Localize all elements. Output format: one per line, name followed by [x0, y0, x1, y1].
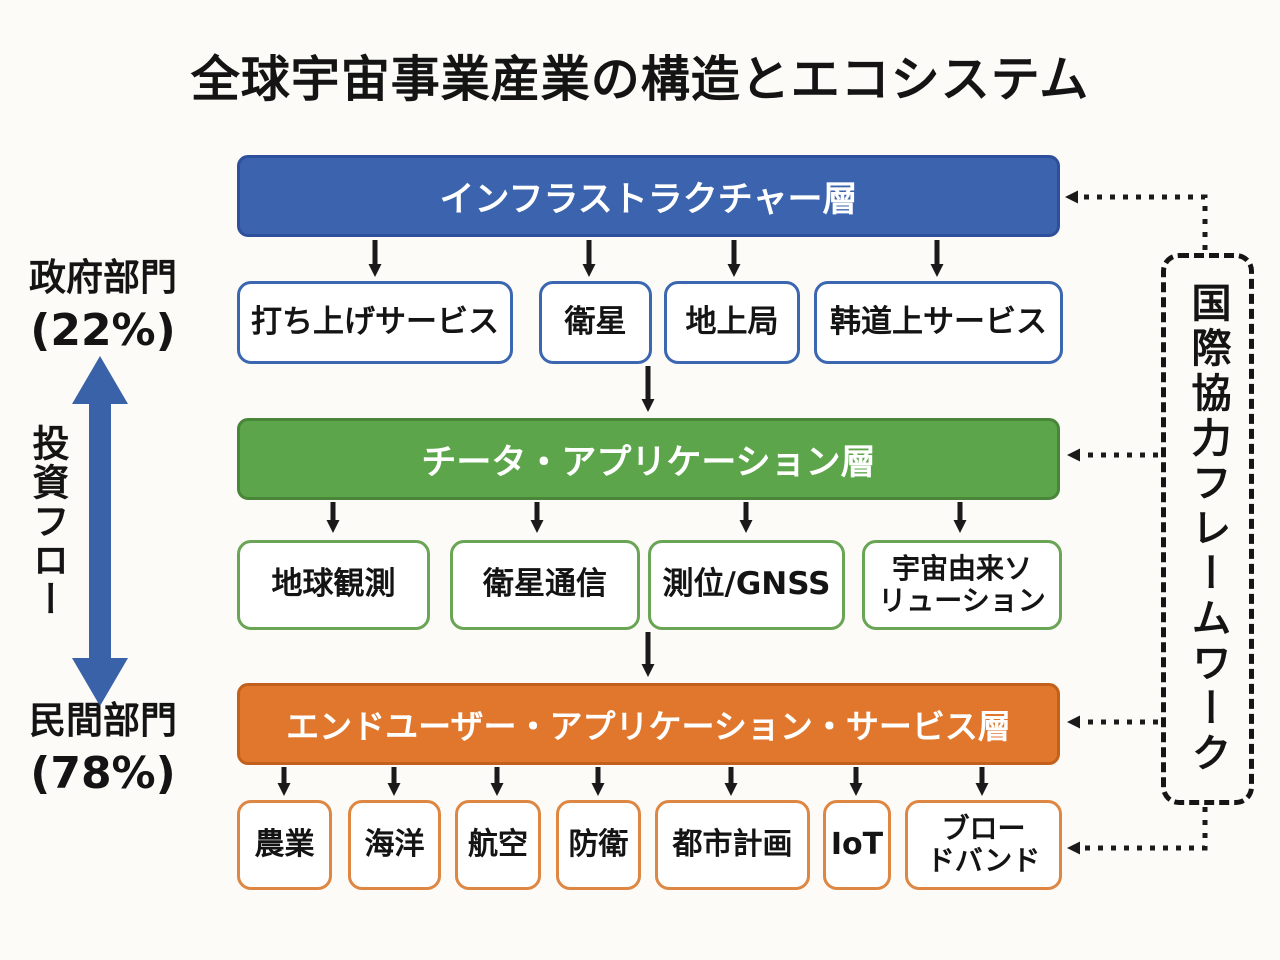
- box-positioning-gnss: 測位/GNSS: [648, 540, 845, 630]
- box-earth-observation: 地球観測: [237, 540, 430, 630]
- box-maritime: 海洋: [348, 800, 441, 890]
- layer-end-user-application-service: エンドユーザー・アプリケーション・サービス層: [237, 683, 1060, 765]
- box-agriculture: 農業: [237, 800, 332, 890]
- framework-connector-infrastructure: [1065, 190, 1208, 250]
- box-urban-planning: 都市計画: [655, 800, 810, 890]
- layer-data-application: チータ・アプリケーション層: [237, 418, 1060, 500]
- government-sector-label: 政府部門 (22%): [0, 247, 206, 356]
- private-sector-label: 民間部門 (78%): [0, 690, 206, 799]
- private-sector-percentage: (78%): [30, 748, 176, 799]
- layer-end-user-label: エンドユーザー・アプリケーション・サービス層: [286, 707, 1011, 746]
- box-space-derived-solutions: 宇宙由来ソ リューション: [862, 540, 1062, 630]
- box-launch-services: 打ち上げサービス: [237, 281, 513, 364]
- page-title: 全球宇宙事業産業の構造とエコシステム: [190, 51, 1090, 108]
- box-ground-stations: 地上局: [664, 281, 800, 364]
- box-iot: IoT: [823, 800, 891, 890]
- government-sector-name: 政府部門: [29, 256, 177, 299]
- box-on-orbit-services: 韩道上サービス: [814, 281, 1063, 364]
- government-sector-percentage: (22%): [30, 305, 176, 356]
- international-cooperation-framework-label: 国際協力フレームワーク: [1184, 281, 1231, 777]
- box-broadband: ブロー ドバンド: [905, 800, 1062, 890]
- international-cooperation-framework-box: 国際協力フレームワーク: [1161, 253, 1254, 805]
- box-defense: 防衛: [556, 800, 641, 890]
- framework-connector-broadband: [1067, 807, 1208, 855]
- layer-infrastructure: インフラストラクチャー層: [237, 155, 1060, 237]
- box-aviation: 航空: [455, 800, 541, 890]
- investment-flow-double-arrow: [72, 356, 128, 706]
- investment-flow-label: 投資フロー: [26, 424, 69, 619]
- private-sector-name: 民間部門: [29, 699, 177, 742]
- box-satellites: 衛星: [539, 281, 652, 364]
- layer-infrastructure-label: インフラストラクチャー層: [439, 179, 858, 220]
- box-satellite-communication: 衛星通信: [450, 540, 640, 630]
- layer-data-application-label: チータ・アプリケーション層: [421, 442, 876, 483]
